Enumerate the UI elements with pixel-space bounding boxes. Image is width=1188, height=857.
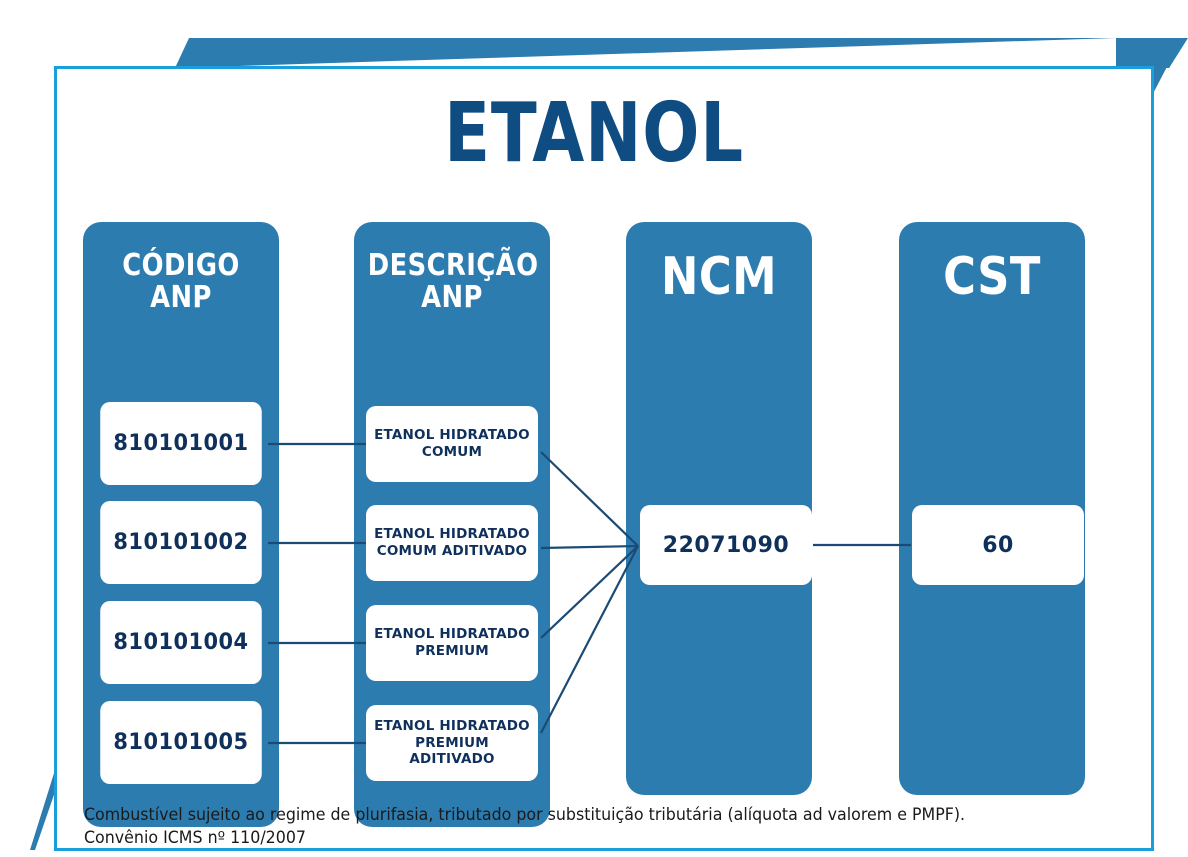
page-title: ETANOL — [444, 86, 744, 181]
cell-descricao-row2-line2: COMUM ADITIVADO — [376, 543, 528, 559]
cell-cst-value[interactable]: 60 — [912, 505, 1084, 585]
column-header-descricao-anp: DESCRIÇÃO ANP — [367, 222, 539, 315]
column-header-codigo-anp-line1: CÓDIGO — [122, 248, 240, 283]
cell-descricao-row1[interactable]: ETANOL HIDRATADO COMUM — [366, 406, 538, 482]
column-header-codigo-anp-line2: ANP — [150, 279, 212, 315]
cell-descricao-row4[interactable]: ETANOL HIDRATADO PREMIUM ADITIVADO — [366, 705, 538, 781]
cell-descricao-row3[interactable]: ETANOL HIDRATADO PREMIUM — [366, 605, 538, 681]
cell-codigo-row2[interactable]: 810101002 — [100, 501, 262, 584]
column-header-descricao-anp-line1: DESCRIÇÃO — [367, 248, 539, 283]
cell-codigo-row1[interactable]: 810101001 — [100, 402, 262, 485]
column-header-ncm: NCM — [660, 247, 778, 307]
cell-descricao-row4-line1: ETANOL HIDRATADO — [374, 717, 530, 734]
column-header-codigo-anp: CÓDIGO ANP — [97, 222, 266, 314]
footnote: Combustível sujeito ao regime de plurifa… — [84, 803, 1044, 850]
cell-descricao-row3-line1: ETANOL HIDRATADO — [374, 626, 530, 643]
cell-codigo-row4[interactable]: 810101005 — [100, 701, 262, 784]
cell-codigo-row3[interactable]: 810101004 — [100, 601, 262, 684]
cell-descricao-row1-line2: COMUM — [421, 444, 483, 460]
cell-descricao-row4-line2: PREMIUM ADITIVADO — [409, 734, 495, 768]
footnote-line-2: Convênio ICMS nº 110/2007 — [84, 828, 306, 848]
cell-descricao-row3-line2: PREMIUM — [415, 643, 489, 659]
cell-descricao-row2-line1: ETANOL HIDRATADO — [374, 526, 530, 543]
column-header-cst: CST — [943, 247, 1041, 307]
footnote-line-1: Combustível sujeito ao regime de plurifa… — [84, 805, 966, 824]
cell-descricao-row2[interactable]: ETANOL HIDRATADO COMUM ADITIVADO — [366, 505, 538, 581]
cell-ncm-value[interactable]: 22071090 — [640, 505, 812, 585]
header-banner-shape — [175, 38, 1188, 68]
cell-descricao-row1-line1: ETANOL HIDRATADO — [374, 427, 530, 444]
column-header-descricao-anp-line2: ANP — [421, 279, 483, 315]
